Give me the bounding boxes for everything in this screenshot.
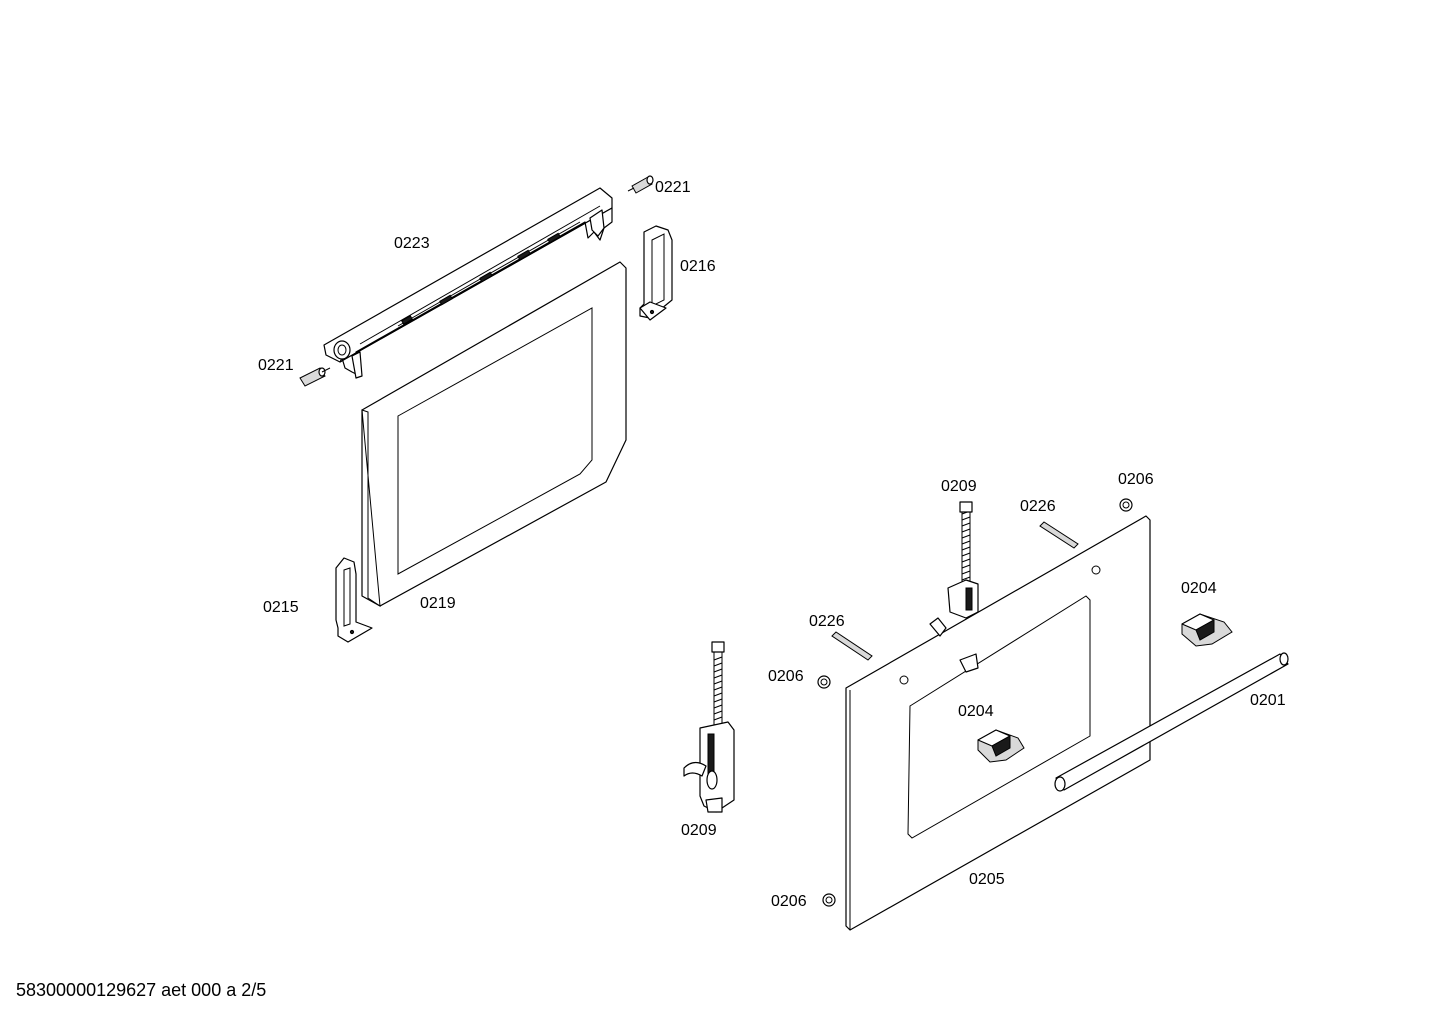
part-0216-end-cap-right[interactable] [639, 225, 673, 321]
label-0204-right: 0204 [1181, 580, 1217, 597]
label-0223: 0223 [394, 235, 430, 252]
part-0215-end-cap-left[interactable] [335, 557, 373, 643]
part-0221-pin-upper[interactable] [627, 175, 654, 194]
part-0201-handle-bar[interactable] [1054, 652, 1289, 792]
part-0223-top-trim[interactable] [323, 187, 613, 379]
label-0216: 0216 [680, 258, 716, 275]
part-0206-washer-middle[interactable] [817, 675, 831, 689]
part-0205-outer-door-panel[interactable] [845, 515, 1151, 931]
part-0206-washer-top[interactable] [1119, 498, 1133, 512]
part-0226-rod-lower[interactable] [831, 631, 873, 661]
label-0215: 0215 [263, 599, 299, 616]
label-0205: 0205 [969, 871, 1005, 888]
label-0204-center: 0204 [958, 703, 994, 720]
part-0206-washer-bottom[interactable] [822, 893, 836, 907]
part-0221-pin-lower[interactable] [299, 367, 331, 387]
part-0204-clip-right[interactable] [1181, 613, 1233, 647]
document-reference-number: 58300000129627 aet 000 a 2/5 [16, 980, 267, 1000]
label-0221-upper: 0221 [655, 179, 691, 196]
label-0221-lower: 0221 [258, 357, 294, 374]
label-0226-lower: 0226 [809, 613, 845, 630]
part-0209-hinge-upper[interactable] [929, 501, 979, 673]
label-0206-top: 0206 [1118, 471, 1154, 488]
label-0209-lower: 0209 [681, 822, 717, 839]
part-0226-rod-upper[interactable] [1039, 521, 1079, 549]
label-0226-upper: 0226 [1020, 498, 1056, 515]
label-0206-bottom: 0206 [771, 893, 807, 910]
part-0209-hinge-lower[interactable] [683, 641, 735, 813]
label-0219: 0219 [420, 595, 456, 612]
label-0206-middle: 0206 [768, 668, 804, 685]
label-0201: 0201 [1250, 692, 1286, 709]
part-0219-inner-glass-panel[interactable] [361, 261, 627, 607]
part-0204-clip-center[interactable] [977, 729, 1025, 763]
label-0209-upper: 0209 [941, 478, 977, 495]
